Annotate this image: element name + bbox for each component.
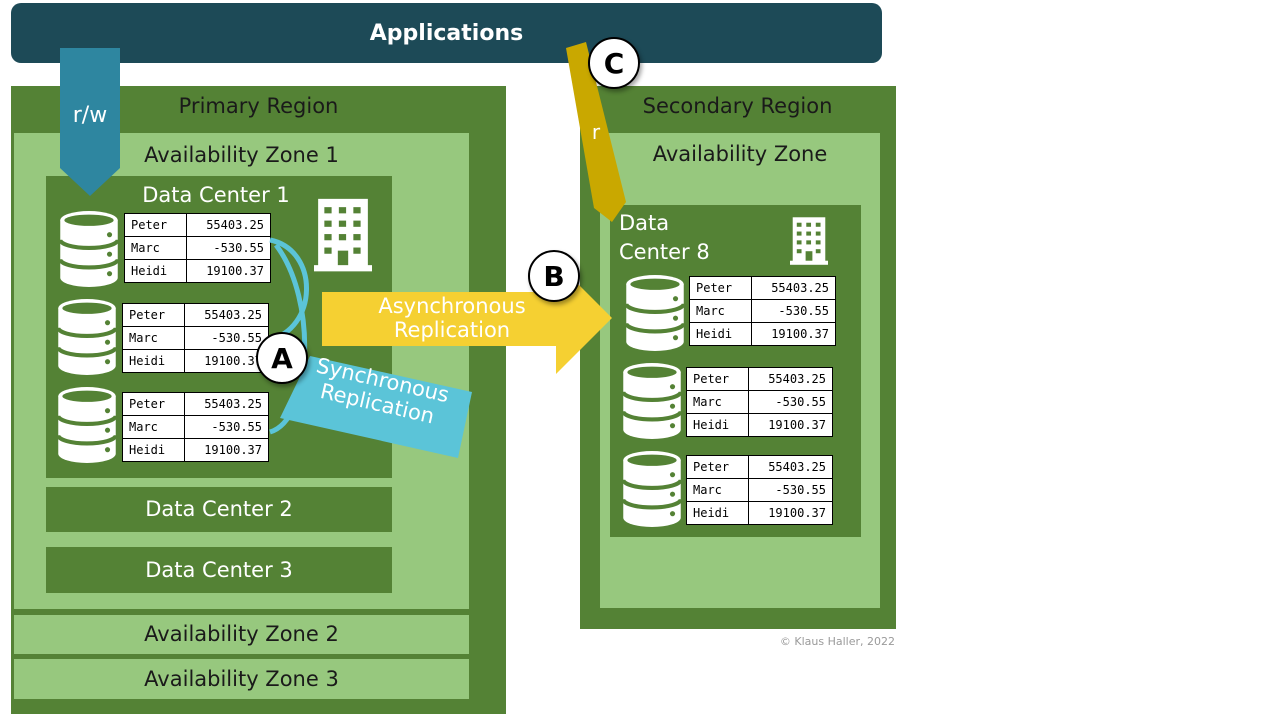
record-value: 55403.25 [184, 303, 269, 327]
record-name: Heidi [686, 413, 749, 437]
marker-a: A [256, 332, 308, 384]
record-value: -530.55 [751, 299, 836, 323]
zone-3-title: Availability Zone 3 [144, 667, 339, 691]
record-name: Heidi [122, 349, 185, 373]
marker-c: C [588, 37, 640, 89]
zone-2-title: Availability Zone 2 [144, 622, 339, 646]
record-value: 55403.25 [748, 455, 833, 479]
data-center-8-title-line1: Data [619, 211, 670, 235]
record-value: -530.55 [748, 478, 833, 502]
marker-b: B [528, 250, 580, 302]
record-value: 55403.25 [748, 367, 833, 391]
data-center-8-title-line2: Center 8 [619, 240, 710, 264]
record-value: 19100.37 [186, 259, 271, 283]
record-name: Peter [686, 455, 749, 479]
record-value: -530.55 [184, 326, 269, 350]
record-name: Marc [122, 415, 185, 439]
data-center-2: Data Center 2 [46, 487, 392, 532]
record-name: Marc [689, 299, 752, 323]
applications-banner: Applications [11, 3, 882, 63]
primary-region-title: Primary Region [178, 94, 339, 118]
sync-replication-band [280, 356, 472, 458]
record-name: Heidi [686, 501, 749, 525]
read-write-arrow [60, 48, 120, 196]
availability-zone-2: Availability Zone 2 [14, 615, 469, 654]
async-replication-arrow [322, 262, 612, 374]
data-center-1-title: Data Center 1 [142, 183, 290, 207]
record-name: Peter [122, 392, 185, 416]
copyright-text: © Klaus Haller, 2022 [779, 635, 895, 648]
read-write-label: r/w [72, 103, 108, 128]
record-value: -530.55 [184, 415, 269, 439]
sync-link-line [267, 237, 309, 343]
marker-c-label: C [603, 46, 625, 80]
record-value: 19100.37 [184, 349, 269, 373]
record-name: Peter [124, 213, 187, 237]
table-row: Marc-530.55 [124, 236, 271, 260]
record-name: Heidi [122, 438, 185, 462]
data-center-3: Data Center 3 [46, 547, 392, 593]
async-replication-label-1: Asynchronous [378, 294, 526, 318]
table-row: Marc-530.55 [122, 326, 269, 350]
secondary-region-title: Secondary Region [642, 94, 833, 118]
record-value: 19100.37 [748, 501, 833, 525]
record-name: Peter [686, 367, 749, 391]
table-row: Marc-530.55 [122, 415, 269, 439]
record-name: Heidi [124, 259, 187, 283]
zone-1-title: Availability Zone 1 [144, 143, 339, 167]
record-value: 55403.25 [186, 213, 271, 237]
record-value: 19100.37 [748, 413, 833, 437]
availability-zone-3: Availability Zone 3 [14, 659, 469, 699]
async-replication-label-2: Replication [393, 318, 511, 342]
record-value: 19100.37 [751, 322, 836, 346]
record-value: 19100.37 [184, 438, 269, 462]
record-name: Peter [122, 303, 185, 327]
data-center-3-title: Data Center 3 [145, 558, 293, 582]
record-name: Marc [122, 326, 185, 350]
applications-title: Applications [369, 20, 524, 46]
marker-b-label: B [543, 259, 565, 293]
read-arrow [566, 42, 626, 222]
marker-a-label: A [271, 341, 293, 375]
secondary-zone-title: Availability Zone [652, 142, 828, 166]
table-row: Marc-530.55 [689, 299, 836, 323]
record-name: Marc [124, 236, 187, 260]
data-center-2-title: Data Center 2 [145, 497, 293, 521]
read-label: r [591, 120, 601, 144]
